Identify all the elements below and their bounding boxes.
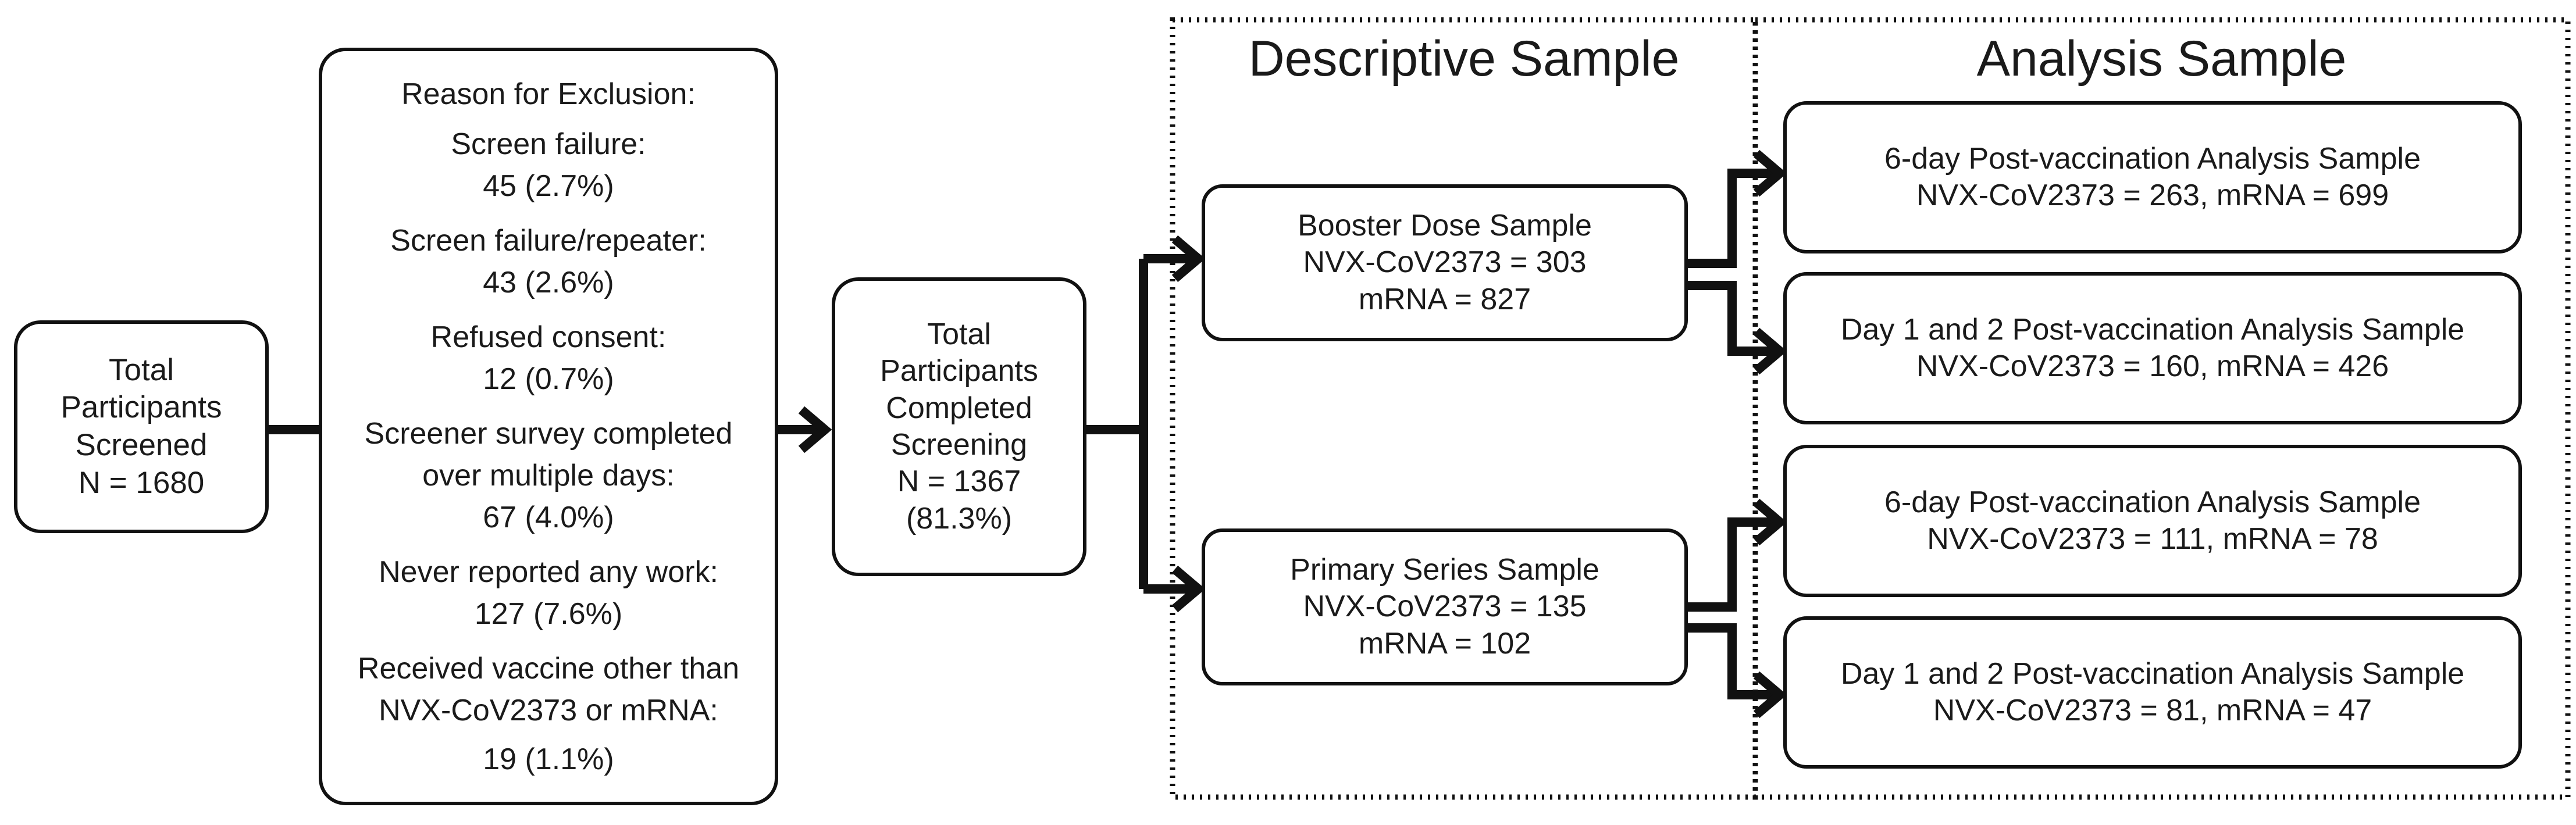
arrowhead bbox=[1753, 149, 1787, 197]
box-line: Booster Dose Sample bbox=[1298, 208, 1592, 242]
analysis-heading: Analysis Sample bbox=[1976, 31, 2347, 87]
box-line: Total bbox=[109, 352, 174, 387]
exclusion-reason: Received vaccine other than bbox=[357, 652, 740, 685]
exclusion-count: 45 (2.7%) bbox=[483, 169, 614, 203]
box-line: N = 1367 bbox=[897, 465, 1021, 499]
box-line: NVX-CoV2373 = 81, mRNA = 47 bbox=[1933, 694, 2372, 727]
box-line: Screened bbox=[75, 428, 208, 462]
arrowhead bbox=[1753, 327, 1787, 375]
connector-booster-analysis-2 bbox=[1688, 281, 1780, 356]
exclusion-count: 127 (7.6%) bbox=[474, 597, 623, 631]
connector-primary-analysis-3 bbox=[1688, 517, 1780, 612]
exclusion-reason: over multiple days: bbox=[422, 459, 675, 492]
box-line: Completed bbox=[886, 391, 1032, 425]
booster-box: Booster Dose Sample NVX-CoV2373 = 303 mR… bbox=[1202, 184, 1688, 341]
box-line: 6-day Post-vaccination Analysis Sample bbox=[1884, 141, 2421, 176]
exclusion-reason: Never reported any work: bbox=[379, 555, 718, 589]
box-line: NVX-CoV2373 = 111, mRNA = 78 bbox=[1927, 522, 2378, 556]
exclusion-reason: Screener survey completed bbox=[364, 417, 733, 451]
box-line: Total bbox=[927, 317, 991, 351]
analysis-box-6day-primary: 6-day Post-vaccination Analysis Sample N… bbox=[1783, 445, 2522, 597]
connector-booster-analysis-1 bbox=[1688, 169, 1780, 268]
box-line: Day 1 and 2 Post-vaccination Analysis Sa… bbox=[1840, 656, 2465, 691]
arrowhead bbox=[1171, 565, 1206, 613]
box-line: Participants bbox=[880, 354, 1038, 388]
exclusion-count: 43 (2.6%) bbox=[483, 266, 614, 299]
box-line: N = 1680 bbox=[78, 465, 205, 500]
box-line: Participants bbox=[60, 390, 222, 425]
exclusion-count: 12 (0.7%) bbox=[483, 362, 614, 396]
arrowhead bbox=[1753, 671, 1787, 719]
box-line: 6-day Post-vaccination Analysis Sample bbox=[1884, 485, 2421, 519]
box-line: Day 1 and 2 Post-vaccination Analysis Sa… bbox=[1840, 312, 2465, 347]
completed-box: Total Participants Completed Screening N… bbox=[832, 277, 1086, 576]
exclusion-title: Reason for Exclusion: bbox=[401, 77, 696, 111]
analysis-box-6day-booster: 6-day Post-vaccination Analysis Sample N… bbox=[1783, 101, 2522, 253]
screened-box: Total Participants Screened N = 1680 bbox=[14, 320, 269, 533]
arrowhead bbox=[1171, 235, 1206, 283]
exclusion-reason: NVX-CoV2373 or mRNA: bbox=[379, 694, 718, 727]
arrowhead bbox=[1753, 498, 1787, 546]
connector-primary-analysis-4 bbox=[1688, 623, 1780, 699]
box-line: NVX-CoV2373 = 160, mRNA = 426 bbox=[1916, 349, 2389, 383]
primary-box: Primary Series Sample NVX-CoV2373 = 135 … bbox=[1202, 528, 1688, 685]
exclusion-reason: Screen failure/repeater: bbox=[390, 224, 707, 258]
box-line: mRNA = 102 bbox=[1358, 626, 1531, 660]
analysis-box-day12-booster: Day 1 and 2 Post-vaccination Analysis Sa… bbox=[1783, 272, 2522, 424]
exclusion-reason: Refused consent: bbox=[430, 320, 667, 354]
descriptive-heading: Descriptive Sample bbox=[1248, 31, 1680, 87]
analysis-frame bbox=[1752, 17, 2571, 800]
box-line: Primary Series Sample bbox=[1290, 552, 1599, 587]
exclusion-count: 19 (1.1%) bbox=[483, 742, 614, 776]
analysis-box-day12-primary: Day 1 and 2 Post-vaccination Analysis Sa… bbox=[1783, 616, 2522, 769]
exclusion-box: Reason for Exclusion: Screen failure: 45… bbox=[319, 48, 778, 805]
arrowhead bbox=[798, 406, 832, 453]
box-line: (81.3%) bbox=[906, 501, 1013, 535]
exclusion-count: 67 (4.0%) bbox=[483, 501, 614, 534]
box-line: Screening bbox=[890, 428, 1028, 462]
box-line: NVX-CoV2373 = 263, mRNA = 699 bbox=[1916, 178, 2389, 212]
box-line: NVX-CoV2373 = 303 bbox=[1303, 245, 1587, 280]
box-line: NVX-CoV2373 = 135 bbox=[1303, 590, 1587, 624]
exclusion-reason: Screen failure: bbox=[451, 127, 646, 161]
box-line: mRNA = 827 bbox=[1358, 282, 1531, 316]
